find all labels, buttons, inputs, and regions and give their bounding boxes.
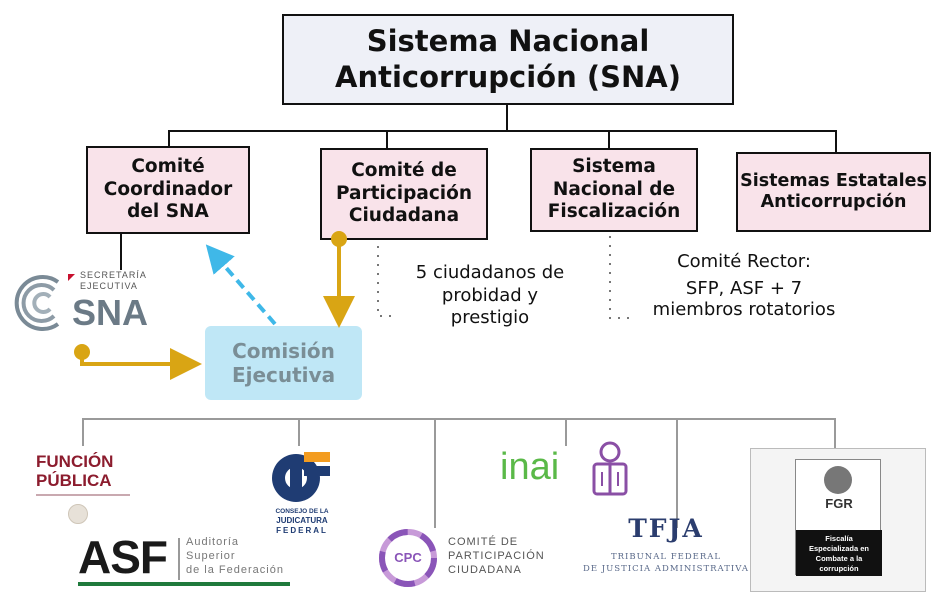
cpc-line3: CIUDADANA <box>448 564 522 576</box>
tfja-line2: DE JUSTICIA ADMINISTRATIVA <box>583 564 749 574</box>
box-line: Nacional de <box>552 178 676 200</box>
tfja-line1: TRIBUNAL FEDERAL <box>610 552 722 562</box>
bottom-drop-4 <box>565 418 567 446</box>
sesna-top1: SECRETARÍA <box>80 270 147 280</box>
box-line: Sistema <box>572 156 656 178</box>
box-line: del SNA <box>127 201 209 223</box>
fp-line1: FUNCIÓN <box>36 452 114 471</box>
connector-top-vertical <box>506 104 508 131</box>
nota-line: Comité Rector: <box>677 251 811 272</box>
inai-person-icon <box>592 441 628 496</box>
sistema-fiscalizacion-box: Sistema Nacional de Fiscalización <box>530 148 698 232</box>
fp-line2: PÚBLICA <box>36 471 112 490</box>
sistemas-estatales-box: Sistemas Estatales Anticorrupción <box>736 152 931 232</box>
fgr-line2: Especializada en <box>808 544 870 553</box>
sna-title-line2: Anticorrupción (SNA) <box>335 59 681 94</box>
box-line: Anticorrupción <box>760 192 907 212</box>
asf-line3: de la Federación <box>186 564 284 576</box>
nota-line: SFP, ASF + 7 <box>685 278 803 299</box>
comision-line2: Ejecutiva <box>231 363 336 387</box>
fp-subline-icon <box>36 494 130 496</box>
sesna-top2: EJECUTIVA <box>80 281 138 291</box>
comision-line1: Comisión <box>232 339 335 363</box>
cjf-line3: FEDERAL <box>276 526 328 535</box>
inai-logo: inai <box>500 440 640 500</box>
fgr-line1: Fiscalía <box>825 534 853 543</box>
cjf-line2: JUDICATURA <box>276 516 328 525</box>
fgr-logo: FGR Fiscalía Especializada en Combate a … <box>795 459 882 576</box>
fgr-line3: Combate a la <box>815 554 863 563</box>
asf-main: ASF <box>78 531 168 583</box>
comite-coordinador-box: Comité Coordinador del SNA <box>86 146 250 234</box>
sesna-red-mark-icon <box>68 274 75 281</box>
connector-drop-2 <box>386 130 388 148</box>
nota-line: 5 ciudadanos de <box>415 262 565 283</box>
cpc-line1: COMITÉ DE <box>448 536 519 548</box>
cpc-logo: CPC COMITÉ DE PARTICIPACIÓN CIUDADANA <box>378 528 548 590</box>
tfja-logo: TFJA TRIBUNAL FEDERAL DE JUSTICIA ADMINI… <box>580 514 752 584</box>
cjf-emblem-icon <box>272 452 330 502</box>
fgr-logo-frame: FGR Fiscalía Especializada en Combate a … <box>750 448 926 592</box>
funcion-publica-logo: FUNCIÓN PÚBLICA <box>36 452 146 526</box>
box-line: Participación <box>335 182 473 204</box>
asf-divider <box>178 538 180 580</box>
nota-line: probidad y <box>441 284 539 306</box>
bottom-drop-1 <box>82 418 84 446</box>
cpc-flower-icon <box>379 529 437 587</box>
cjf-logo: CONSEJO DE LA JUDICATURA FEDERAL <box>262 448 342 540</box>
cjf-line1: CONSEJO DE LA <box>275 508 329 515</box>
sna-top-box: Sistema Nacional Anticorrupción (SNA) <box>282 14 734 105</box>
connector-drop-1 <box>168 130 170 146</box>
asf-line2: Superior <box>186 550 236 562</box>
box-line: Comité de <box>351 160 457 182</box>
fp-seal-icon <box>68 504 88 524</box>
bottom-drop-6 <box>834 418 836 448</box>
comision-ejecutiva-box: Comisión Ejecutiva <box>205 326 362 400</box>
sna-title-line1: Sistema Nacional <box>366 24 650 59</box>
fgr-main: FGR <box>825 496 853 511</box>
connector-sesna <box>120 234 122 270</box>
fgr-line4: corrupción <box>819 564 859 573</box>
asf-logo: ASF Auditoría Superior de la Federación <box>78 531 296 596</box>
comite-participacion-box: Comité de Participación Ciudadana <box>320 148 488 240</box>
box-line: Comité <box>131 156 205 178</box>
fgr-eagle-icon <box>824 466 852 494</box>
connector-drop-4 <box>835 130 837 152</box>
bottom-connector-horizontal <box>82 418 836 420</box>
box-line: Sistemas Estatales <box>740 170 927 191</box>
connector-horizontal <box>168 130 837 132</box>
box-line: Ciudadana <box>348 205 460 227</box>
cpc-badge: CPC <box>394 550 422 565</box>
asf-green-bar <box>78 582 290 586</box>
nota-ciudadanos: 5 ciudadanos de probidad y prestigio <box>400 262 580 330</box>
sesna-rings-icon <box>14 275 60 331</box>
nota-line: miembros rotatorios <box>652 299 836 320</box>
fgr-black-band <box>796 530 882 576</box>
bottom-drop-3 <box>434 418 436 528</box>
nota-comite-rector: Comité Rector: SFP, ASF + 7 miembros rot… <box>628 248 860 323</box>
sesna-logo: SECRETARÍA EJECUTIVA SNA <box>10 268 160 338</box>
box-line: Coordinador <box>103 178 233 200</box>
sesna-main: SNA <box>72 292 149 333</box>
box-line: Fiscalización <box>547 201 681 223</box>
bottom-drop-5 <box>676 418 678 528</box>
tfja-main: TFJA <box>628 514 704 543</box>
cpc-line2: PARTICIPACIÓN <box>448 550 545 562</box>
asf-line1: Auditoría <box>186 536 240 548</box>
connector-drop-3 <box>608 130 610 148</box>
nota-line: prestigio <box>450 307 530 328</box>
inai-main: inai <box>500 446 560 488</box>
bottom-drop-2 <box>298 418 300 446</box>
